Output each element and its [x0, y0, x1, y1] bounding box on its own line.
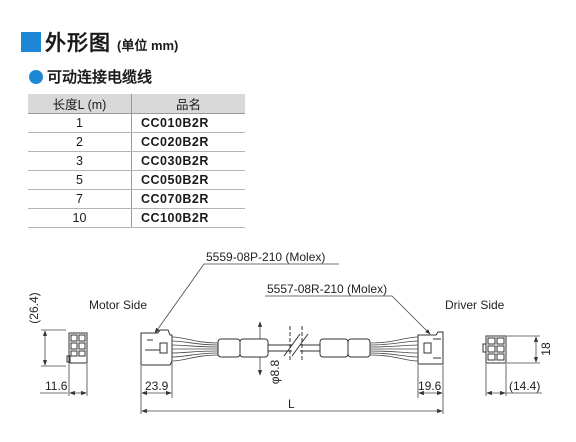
- length-cell: 3: [28, 151, 132, 171]
- right-height-label: 18: [539, 342, 553, 356]
- column-header-model: 品名: [131, 94, 245, 114]
- cable-jacket-left: [217, 338, 292, 358]
- page-header: 外形图 (单位 mm): [21, 27, 178, 57]
- header-square-icon: [21, 32, 41, 52]
- length-cell: 5: [28, 170, 132, 190]
- left-width-dimension: [40, 364, 88, 396]
- length-cell: 10: [28, 208, 132, 228]
- right-wire-bundle: [369, 336, 419, 362]
- right-part-number: 5557-08R-210 (Molex): [267, 282, 387, 296]
- left-connector-length-label: 23.9: [145, 379, 169, 393]
- length-cell: 2: [28, 132, 132, 152]
- left-part-number: 5559-08P-210 (Molex): [206, 250, 325, 264]
- left-part-leader: [154, 263, 339, 334]
- motor-side-label: Motor Side: [89, 298, 147, 312]
- model-cell: CC010B2R: [131, 113, 245, 133]
- model-cell: CC100B2R: [131, 208, 245, 228]
- model-cell: CC070B2R: [131, 189, 245, 209]
- section-title: 可动连接电缆线: [47, 69, 153, 86]
- right-connector-length-label: 19.6: [418, 379, 442, 393]
- model-cell: CC020B2R: [131, 132, 245, 152]
- cable-outline-drawing: (26.4) 11.6 Motor Side 5559-08P-210 (Mol…: [27, 250, 553, 414]
- left-width-label: 11.6: [45, 379, 68, 393]
- left-connector-length-dimension: [140, 362, 173, 414]
- right-width-label: (14.4): [509, 379, 540, 393]
- driver-side-label: Driver Side: [445, 298, 505, 312]
- model-cell: CC050B2R: [131, 170, 245, 190]
- section-bullet-icon: [29, 69, 43, 84]
- model-cell: CC030B2R: [131, 151, 245, 171]
- unit-label: (单位 mm): [117, 37, 179, 53]
- section-header: 可动连接电缆线: [29, 66, 152, 87]
- left-height-dimension: [41, 329, 66, 367]
- driver-side-connector-end-view: [482, 335, 507, 364]
- cable-diameter-label: φ8.8: [268, 359, 282, 384]
- total-length-label: L: [288, 397, 295, 411]
- left-height-label: (26.4): [27, 292, 41, 323]
- right-width-dimension: [485, 364, 542, 396]
- motor-side-connector-end-view: [66, 332, 88, 364]
- driver-side-connector: [417, 331, 444, 365]
- right-height-dimension: [507, 335, 540, 364]
- left-wire-bundle: [171, 336, 219, 362]
- right-part-leader: [265, 295, 431, 335]
- table-header-row: 长度L (m) 品名: [28, 94, 245, 114]
- motor-side-connector: [140, 329, 173, 366]
- page-title: 外形图: [45, 32, 111, 55]
- length-cell: 1: [28, 113, 132, 133]
- right-connector-length-dimension: [417, 365, 444, 414]
- cable-jacket-right: [300, 338, 371, 358]
- length-cell: 7: [28, 189, 132, 209]
- column-header-length: 长度L (m): [28, 94, 132, 114]
- cable-break-mark: [283, 326, 309, 362]
